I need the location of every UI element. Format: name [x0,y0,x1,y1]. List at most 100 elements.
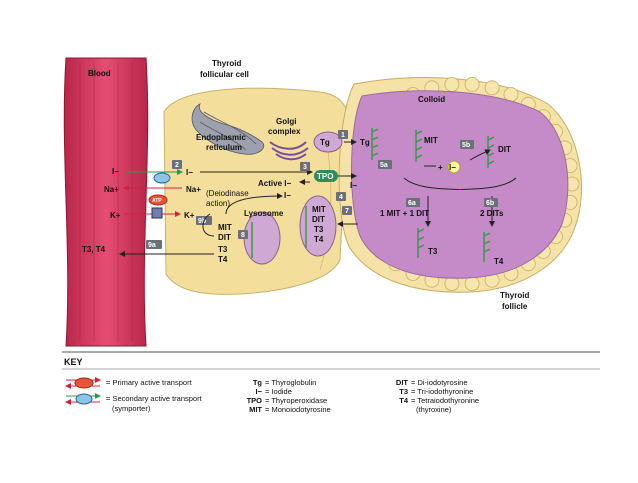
t3t4-blood-label: T3, T4 [82,245,106,254]
svg-text:2: 2 [175,162,179,169]
blood-label: Blood [88,69,111,78]
atp-label: ATP [152,198,162,204]
endoplasmic-reticulum [191,103,265,155]
thyroid-follicle-label-2: follicle [502,302,528,311]
thyroid-cell-label-2: follicular cell [200,70,249,79]
key-abbr-t3: T3 [399,387,408,396]
er-label-2: reticulum [206,143,242,152]
er-label-1: Endoplasmic [196,133,246,142]
step-4: 4 [336,192,346,201]
svg-text:4: 4 [339,194,343,201]
svg-text:5b: 5b [462,142,470,149]
mit-lys-label: MIT [218,223,232,232]
active-iodide-label: Active I− [258,179,291,188]
key-abbrev-col2: DIT = Di-iodotyrosine T3 = Tri-iodothyro… [396,378,479,414]
key-abbr-tg: Tg [253,378,263,387]
thyroid-cell-label-1: Thyroid [212,59,241,68]
tpo-badge [314,170,338,182]
key-title: KEY [64,357,83,367]
golgi-label-1: Golgi [276,117,296,126]
key-abbr-t4: T4 [399,396,409,405]
iodide-colloid-marker [447,160,461,174]
atp-pump [148,194,168,206]
svg-text:3: 3 [303,164,307,171]
key-def-t4: = Tetraiodothyronine [411,396,479,405]
key-primary-symbol [65,377,101,389]
deiodinase-label-2: action) [206,199,230,208]
tg-chain-t4 [483,232,491,262]
t3-lys-label: T3 [218,245,228,254]
step-9a: 9a [146,240,162,249]
plus-colloid: + [438,163,443,172]
key-def-tg: = Thyroglobulin [265,378,316,387]
tg-chain-colloid-1 [371,128,379,160]
step-1: 1 [338,130,348,139]
key-def-dit: = Di-iodotyrosine [411,378,467,387]
follicle-cell [444,77,460,92]
iodide-blood-label: I− [112,167,119,176]
blood-vessel [63,57,149,347]
thyroid-follicle-label-1: Thyroid [500,291,529,300]
golgi-complex [269,141,309,161]
svg-text:8: 8 [241,232,245,239]
t4-colloid-label: T4 [494,257,504,266]
svg-text:5a: 5a [380,162,388,169]
follicle-cell [464,77,480,92]
svg-text:7: 7 [345,208,349,215]
iodide-colloid-label: I− [449,163,456,172]
na-blood-label: Na+ [104,185,119,194]
iodination-arrow [469,149,491,161]
svg-text:6b: 6b [486,200,494,207]
tg-chain-mit [415,130,423,162]
mit-colloid-label: MIT [424,136,438,145]
dit-vesicle-label: DIT [312,215,325,224]
deiodinase-arrow [225,193,283,215]
dit-colloid-label: DIT [498,145,511,154]
tg-label-left: Tg [320,138,330,147]
one-mit-one-dit-label: 1 MIT + 1 DIT [380,209,429,218]
iodide-deiod-label: I− [284,191,291,200]
iodide-colloid-in-label: I− [350,181,357,190]
colloid-label: Colloid [418,95,445,104]
na-cell-label: Na+ [186,185,201,194]
key-secondary-symbol [65,393,101,405]
k-cell-label: K+ [184,211,195,220]
tg-chain-t3 [417,228,425,258]
t4-vesicle-label: T4 [314,235,324,244]
key-primary-text: = Primary active transport [106,378,193,387]
dit-lys-label: DIT [218,233,231,242]
key-def-mit: = Monoiodotyrosine [265,405,331,414]
tpo-label: TPO [317,172,333,181]
t4-lys-label: T4 [218,255,228,264]
step-5b: 5b [460,140,474,149]
tg-label-right: Tg [360,138,370,147]
lysosome [243,211,281,265]
thyroid-follicle [338,77,583,293]
step-6a: 6a [406,198,420,207]
svg-text:1: 1 [341,132,345,139]
step-2: 2 [172,160,182,169]
key-secondary-text-2: (symporter) [112,404,151,413]
follicle-cell [484,80,500,96]
svg-text:9b: 9b [198,218,206,225]
key-abbr-mit: MIT [249,405,262,414]
coupling-brace [403,177,517,191]
k-channel [151,207,163,219]
svg-text:6a: 6a [408,200,416,207]
t3-vesicle-label: T3 [314,225,324,234]
key-secondary-text-1: = Secondary active transport [106,394,203,403]
tg-vesicle [313,131,343,153]
t3-colloid-label: T3 [428,247,438,256]
mit-vesicle-label: MIT [312,205,326,214]
key-abbr-tpo: TPO [247,396,263,405]
key-def-tpo: = Thyroperoxidase [265,396,327,405]
key-def-iodide: = Iodide [265,387,292,396]
key-def-thyroxine: (thyroxine) [416,405,452,414]
step-6b: 6b [484,198,498,207]
step-8: 8 [238,230,248,239]
key-abbr-dit: DIT [396,378,409,387]
follicle-cell [464,276,480,292]
step-7: 7 [342,206,352,215]
